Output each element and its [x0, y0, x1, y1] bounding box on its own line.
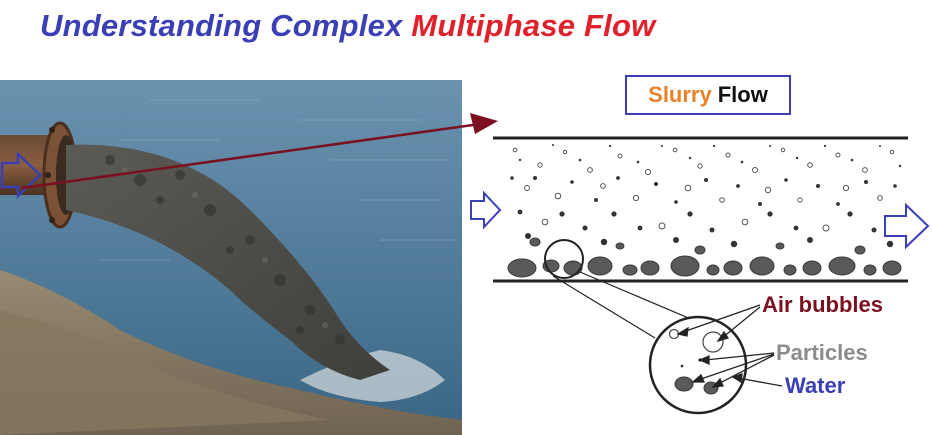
water-label: Water — [785, 373, 846, 398]
pointer-arrow — [21, 113, 498, 190]
title-part-2: Multiphase Flow — [411, 8, 656, 43]
page-title: Understanding Complex Multiphase Flow — [40, 8, 655, 44]
slurry-discharge-photo — [0, 80, 462, 435]
title-part-1: Understanding Complex — [40, 8, 403, 43]
slurry-flow-label: Slurry Flow — [625, 75, 791, 115]
particles-label: Particles — [776, 340, 868, 365]
particles-group — [510, 144, 902, 248]
zoom-detail-circle — [648, 315, 748, 415]
outlet-arrow-icon — [884, 202, 930, 250]
slurry-word: Slurry — [648, 82, 712, 107]
air-bubbles-group — [512, 147, 895, 232]
magnify-source-circle — [544, 239, 584, 279]
air-bubbles-label: Air bubbles — [762, 292, 884, 317]
settled-particles-group — [507, 237, 902, 278]
flow-word: Flow — [717, 82, 768, 107]
inlet-arrow-icon — [470, 190, 502, 230]
